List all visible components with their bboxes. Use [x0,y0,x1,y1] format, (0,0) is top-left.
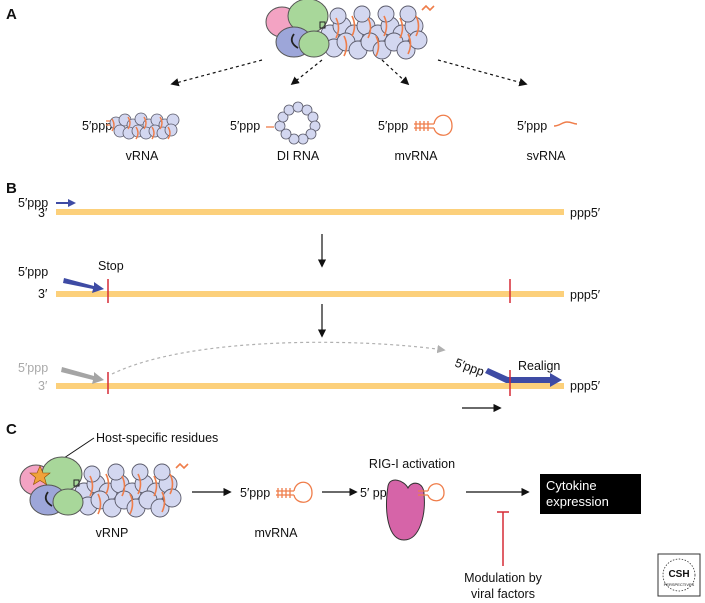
cytokine-line2: expression [546,494,609,509]
svrna-caption: svRNA [527,149,567,163]
vrnp-complex-top [265,0,435,60]
row1-primer-arrow [56,199,76,207]
panel-b-row-3: 5′ppp 3′ 5′ppp Realign ppp5′ [18,341,601,413]
realign-5ppp: 5′ppp [453,356,486,379]
vrna-caption: vRNA [126,149,159,163]
mvrna-hairpin-icon [414,114,453,136]
row1-ppp5: ppp5′ [570,206,601,220]
panel-c-label: C [6,421,17,438]
di-rna-item: 5′ppp DI RNA [230,101,321,163]
rig-i-protein-icon [386,479,425,541]
c-mvrna-hairpin-icon [276,481,313,503]
rig-hairpin-icon [418,483,445,502]
panel-a-dashed-arrows [170,59,528,87]
row2-primer-arrow [63,278,104,293]
row1-5ppp: 5′ppp [18,196,48,210]
host-residues-label: Host-specific residues [96,431,218,445]
modulation-inhibitor [497,511,509,566]
row2-rna-strand [56,291,564,297]
rig-5prime: 5′ pp [360,486,387,500]
realign-label: Realign [518,359,560,373]
mvrna-prefix: 5′ppp [378,119,408,133]
svrna-item: 5′ppp svRNA [517,119,578,163]
panel-a-label: A [6,6,17,23]
row3-rna-strand [56,383,564,389]
vrnp-label: vRNP [96,526,129,540]
host-star-icon [29,465,51,486]
row1-3prime: 3′ [38,206,48,220]
csh-perspectives-logo: CSH PERSPECTIVES [657,553,701,597]
row2-ppp5: ppp5′ [570,288,601,302]
svrna-prefix: 5′ppp [517,119,547,133]
vrna-item: 5′ppp vRNA [82,112,180,163]
di-rna-ring-icon [266,101,321,145]
vrnp-complex-c [19,456,189,518]
row3-gray-primer [61,367,104,384]
row3-realigned-primer [485,368,562,387]
realign-dashed-arc [111,341,446,375]
di-rna-caption: DI RNA [277,149,320,163]
cytokine-line1: Cytokine [546,478,597,493]
modulation-line2: viral factors [471,587,535,601]
modulation-line1: Modulation by [464,571,543,585]
row3-3prime: 3′ [38,379,48,393]
svrna-squiggle-icon [553,121,578,127]
panel-b-row-1: 5′ppp 3′ ppp5′ [18,196,601,220]
stop-label: Stop [98,259,124,273]
panel-b-label: B [6,180,17,197]
panel-b-row-2: 5′ppp 3′ Stop ppp5′ [18,259,601,303]
vrna-prefix: 5′ppp [82,119,112,133]
row2-5ppp: 5′ppp [18,265,48,279]
di-rna-prefix: 5′ppp [230,119,260,133]
c-mvrna-prefix: 5′ppp [240,486,270,500]
mvrna-caption: mvRNA [394,149,438,163]
row2-3prime: 3′ [38,287,48,301]
cytokine-box [540,474,641,514]
logo-subtext: PERSPECTIVES [664,582,695,587]
c-mvrna-label: mvRNA [254,526,298,540]
mvrna-item: 5′ppp mvRNA [378,114,453,163]
vrna-rod-icon [106,112,180,140]
rig-activation-label: RIG-I activation [369,457,455,471]
row3-ppp5: ppp5′ [570,379,601,393]
row3-5ppp: 5′ppp [18,361,48,375]
row1-rna-strand [56,209,564,215]
logo-text: CSH [668,569,689,580]
